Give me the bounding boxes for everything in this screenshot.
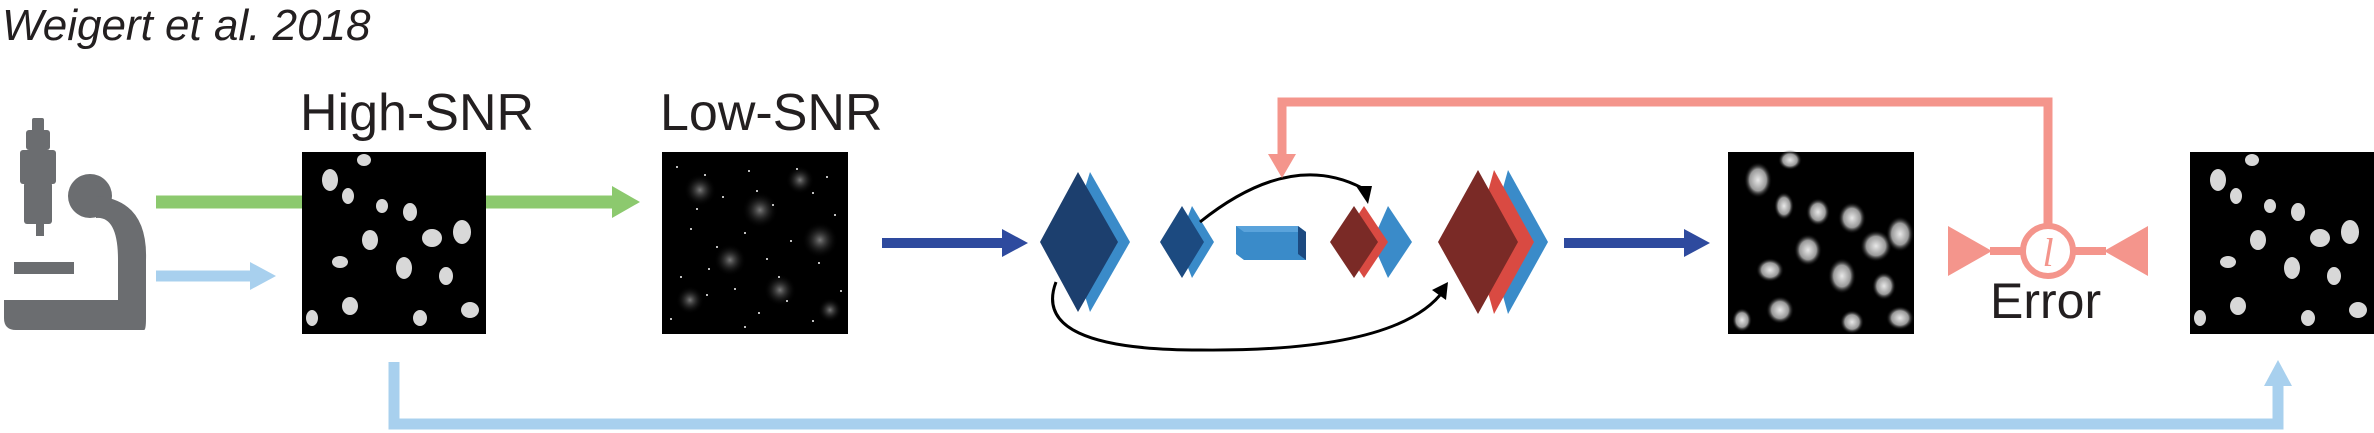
low-snr-image [662,152,848,334]
loss-symbol: l [2042,230,2053,275]
loss-function-icon: l [1948,223,2148,279]
input-arrow [882,229,1028,257]
error-label: Error [1990,273,2101,329]
light-blue-acquisition-arrow [156,262,276,290]
output-arrow [1564,229,1710,257]
microscope-icon [4,118,147,330]
ground-truth-image [2190,152,2374,334]
neural-network-icon [1040,170,1548,352]
feedback-arrow [1268,97,2053,226]
prediction-image [1728,150,1914,334]
low-snr-label: Low-SNR [660,84,883,142]
high-snr-label: High-SNR [300,84,534,142]
citation-text: Weigert et al. 2018 [2,1,371,50]
high-snr-image [302,152,486,334]
ground-truth-arrow [388,360,2292,430]
